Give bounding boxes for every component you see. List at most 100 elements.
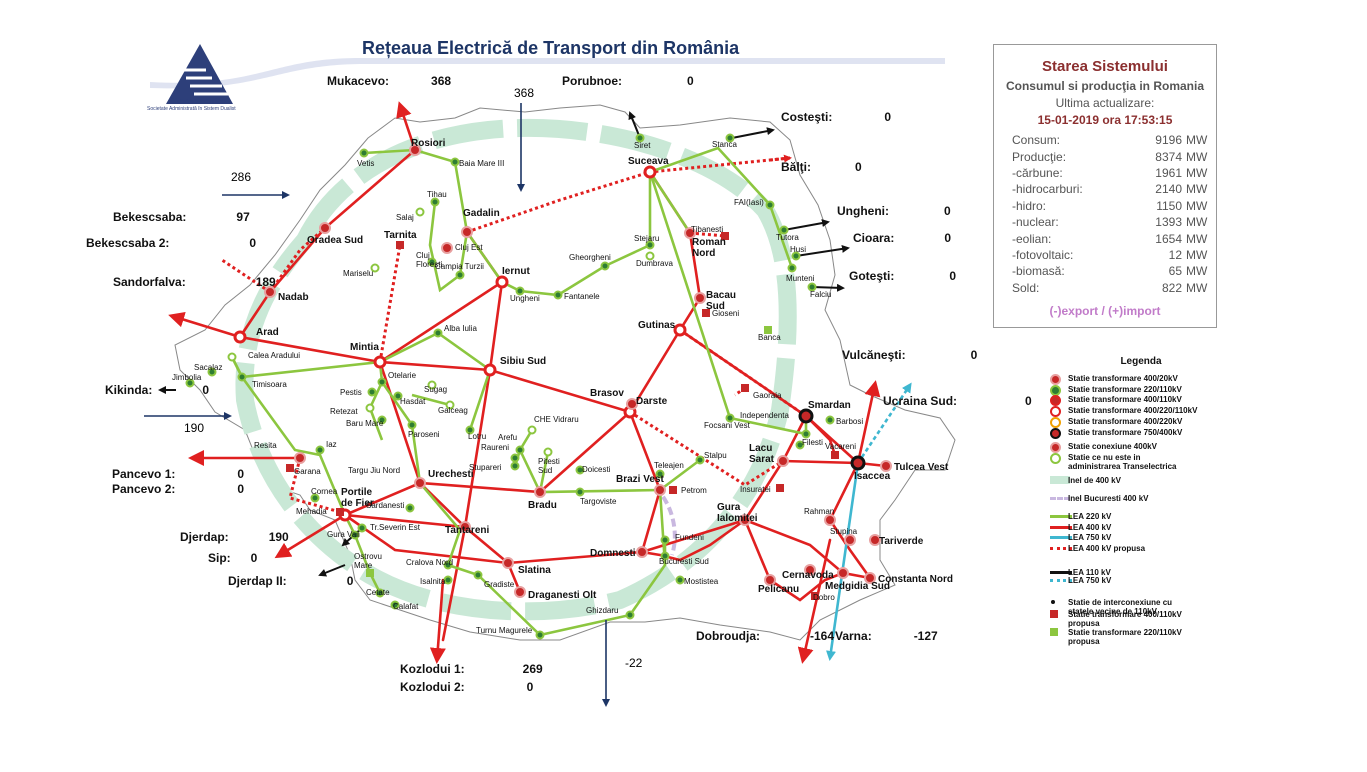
station-label: Calafat [393,602,419,611]
station-label: Tr.Severin Est [370,523,421,532]
flow-label: Sandorfalva:189 [113,275,276,289]
status-value: 1393 [1155,215,1182,230]
flow-value: 0 [944,231,952,245]
flow-value: 189 [255,275,276,289]
update-timestamp: 15-01-2019 ora 17:53:15 [1037,113,1173,127]
status-value: 8374 [1155,149,1182,164]
station-label: Mariselu [343,269,373,278]
station-otelarie [377,377,387,387]
station-banca [764,326,772,334]
flow-name: Costeşti: [781,110,833,124]
legend-symbol [1050,536,1072,539]
station-bradu [534,486,546,498]
flow-value: 0 [346,574,354,588]
station-label: Doicesti [582,465,611,474]
station-label: Ghizdaru [586,606,618,615]
station-tantareni [459,521,471,533]
station-label: Dobro [813,593,835,602]
legend-symbol [1050,442,1061,453]
station-fai [765,200,775,210]
legend-title: Legenda [1120,356,1162,367]
stations [185,133,892,640]
station-label: Barbosi [836,417,863,426]
station-label: Pestis [340,388,362,397]
station-label: Gura Vaii [327,530,360,539]
station-domnesti [636,546,648,558]
station-label: Isalnita [420,577,446,586]
station-label: Bucuresti Sud [659,557,709,566]
page-title: Rețeaua Electrică de Transport din Român… [362,38,740,58]
station-label: Timisoara [252,380,287,389]
flow-label: Pancevo 1:0 [112,467,244,481]
station-label: Focsani Vest [704,421,751,430]
station-label: Tulcea Vest [894,462,949,473]
flow-label: Djerdap II:0 [228,574,353,588]
station-stupina [844,534,856,546]
station-label: Cornea [311,487,338,496]
station-pestis [367,387,377,397]
station-label: CHE Vidraru [534,415,579,424]
station-mostistea [675,575,685,585]
legend-symbol [1050,453,1061,464]
station-label: Independenta [740,411,789,420]
legend-symbol [1050,395,1061,406]
station-label: Siret [634,141,651,150]
status-unit: MW [1186,215,1208,230]
station-label: Gioseni [712,309,739,318]
status-value: 1654 [1155,231,1182,246]
station-label: Slatina [518,565,551,576]
station-label: Banca [758,333,781,342]
legend-label: Statie transformare 400/220kV [1068,417,1183,426]
station-rosiori [409,144,421,156]
station-gradiste [473,570,483,580]
station-lotru [465,425,475,435]
legend-symbol [1050,497,1070,500]
lines-750kv [826,382,912,661]
status-value: 1150 [1156,198,1182,213]
flow-value: 190 [268,530,289,544]
station-label: Baru Mare [346,419,384,428]
station-roman [684,227,696,239]
flow-name: Kikinda: [105,383,153,397]
update-label: Ultima actualizare: [1055,96,1155,110]
station-label: Urechesti [428,469,474,480]
flow-name: Bekescsaba: [113,210,187,224]
station-barbosi [825,415,835,425]
station-cetate [375,588,385,598]
station-label: Stalpu [704,451,727,460]
station-constanta [864,572,876,584]
status-value: 9196 [1155,133,1182,148]
station-label: Gadalin [463,208,500,219]
station-label: Fundeni [675,533,704,542]
station-label: Brasov [590,388,624,399]
station-label: Gradiste [484,580,515,589]
station-label: FAI(Iasi) [734,198,764,207]
station-label: Stupina [830,527,858,536]
station-label: Draganesti Olt [528,590,597,601]
station-label: Filesti [802,438,823,447]
flow-label: Porubnoe:0 [562,74,694,88]
legend-symbol [1050,406,1061,417]
station-calea [227,352,237,362]
station-independenta [725,413,735,423]
station-tutora [779,225,789,235]
legend-symbol [1051,600,1055,604]
station-label: Stanca [712,140,737,149]
station-label: Ungheni [510,294,540,303]
station-label: Gheorgheni [569,253,611,262]
station-gaoraia [741,384,749,392]
station-urechesti [414,477,426,489]
station-label: Vacareni [825,442,856,451]
flow-value: 0 [970,348,978,362]
station-resita [294,452,306,464]
station-severin [357,523,367,533]
status-label: -biomasă: [1012,264,1065,279]
flow-value: 269 [522,662,543,676]
station-teleajen [655,469,665,479]
station-label: Resita [254,441,277,450]
